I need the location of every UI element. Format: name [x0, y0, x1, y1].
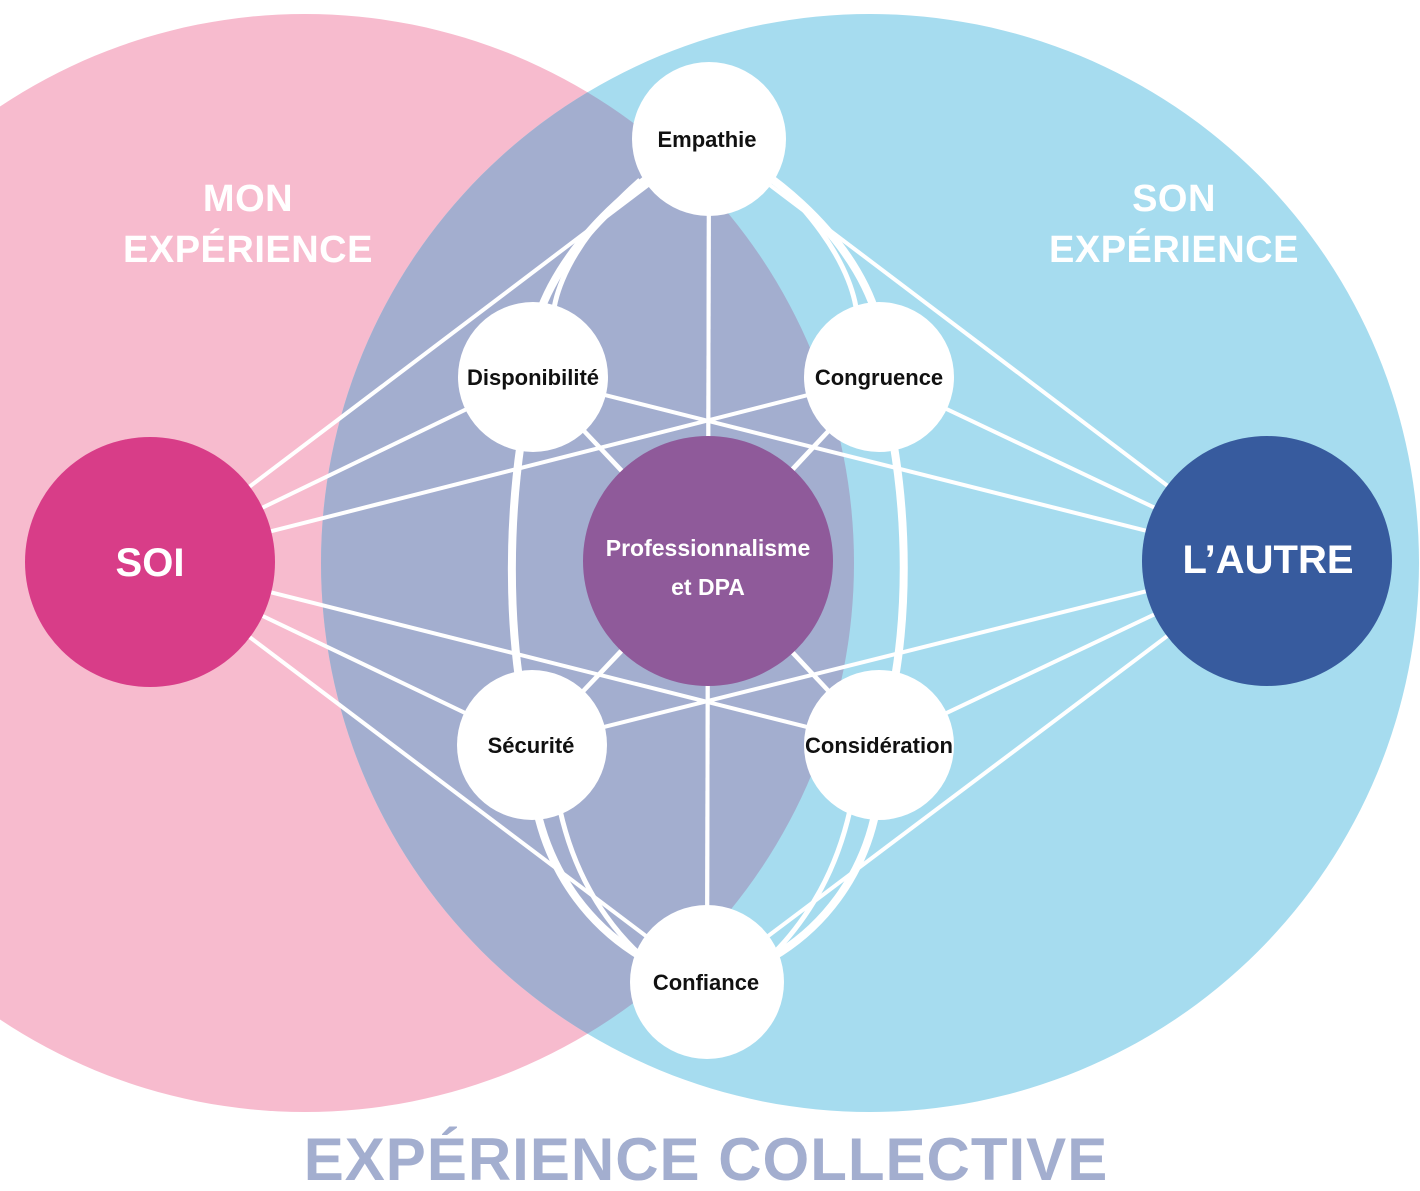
congruence-node	[804, 302, 954, 452]
mon-experience-label-line2: EXPÉRIENCE	[123, 227, 373, 271]
consideration-label: Considération	[805, 733, 953, 758]
autre-circle	[1142, 436, 1392, 686]
professionnalisme-label-line2: et DPA	[671, 574, 745, 600]
confiance-label: Confiance	[653, 970, 759, 995]
mon-experience-label-line1: MON	[203, 178, 293, 220]
son-experience-label-line2: EXPÉRIENCE	[1049, 227, 1299, 271]
empathie-node	[632, 62, 786, 216]
overlap-region	[321, 14, 854, 1112]
professionnalisme-circle	[583, 436, 833, 686]
son-experience-label-line1: SON	[1132, 178, 1216, 220]
confiance-node	[630, 905, 784, 1059]
experience-collective-title: EXPÉRIENCE COLLECTIVE	[304, 1126, 1108, 1191]
disponibilite-label: Disponibilité	[467, 365, 599, 390]
disponibilite-node	[458, 302, 608, 452]
consideration-node	[804, 670, 954, 820]
professionnalisme-label-line1: Professionnalisme	[606, 535, 811, 561]
securite-label: Sécurité	[488, 733, 575, 758]
empathie-label: Empathie	[657, 127, 756, 152]
congruence-label: Congruence	[815, 365, 943, 390]
autre-label: L’AUTRE	[1182, 538, 1353, 582]
securite-node	[457, 670, 607, 820]
soi-circle	[25, 437, 275, 687]
soi-label: SOI	[116, 541, 185, 585]
